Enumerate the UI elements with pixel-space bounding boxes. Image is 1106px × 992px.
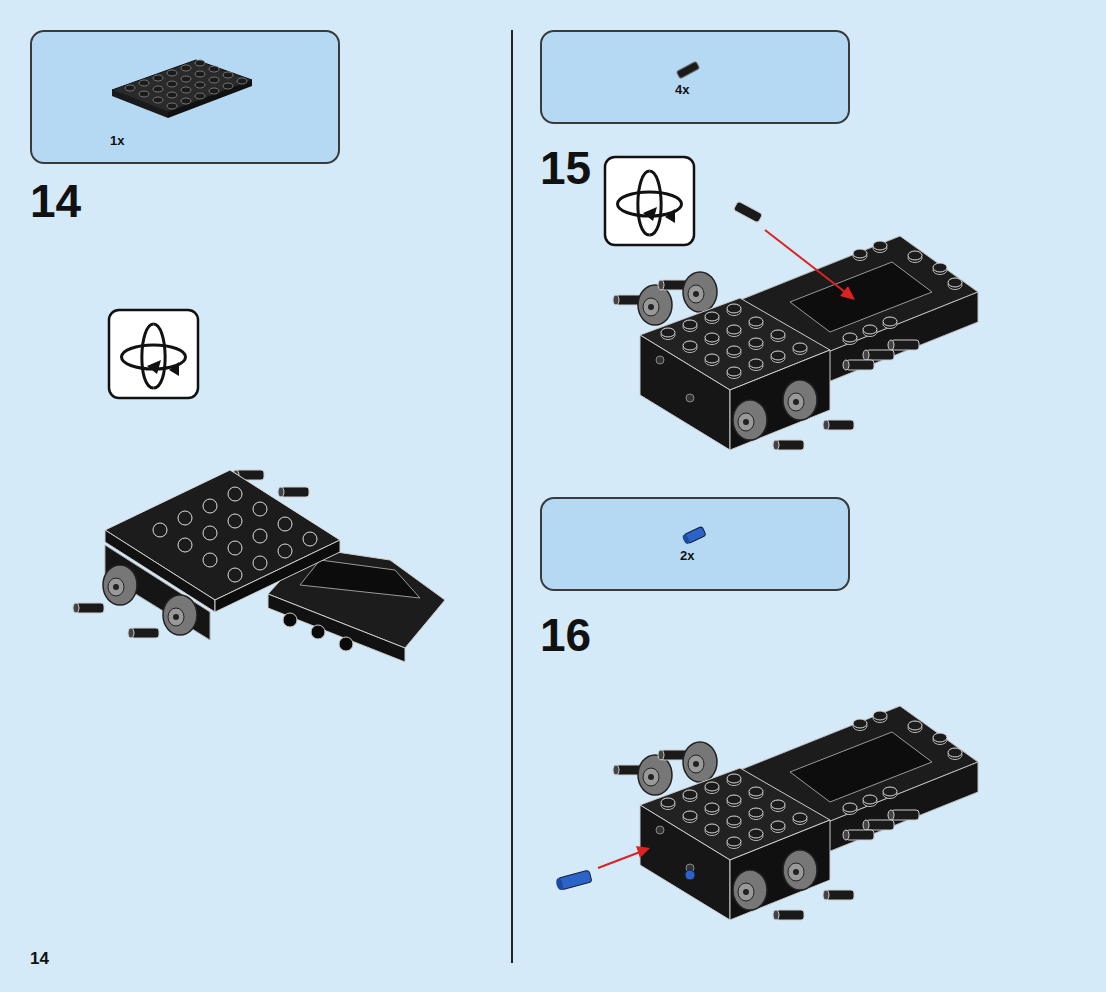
part-callout-box: 4x [540, 30, 850, 124]
insert-arrow [733, 201, 855, 300]
step-14-model [73, 470, 445, 662]
divider [511, 30, 513, 963]
part-callout-box: 1x [30, 30, 340, 164]
page-number: 14 [30, 950, 49, 967]
step-16-model [613, 706, 978, 920]
pin-part [676, 61, 699, 78]
part-callout-box: 2x [540, 497, 850, 591]
step-15-model [613, 236, 978, 450]
step-number: 14 [30, 178, 81, 224]
step-number: 16 [540, 612, 591, 658]
insert-arrow [555, 846, 695, 891]
step-number: 15 [540, 145, 591, 191]
plate-part [112, 60, 252, 118]
part-count: 4x [675, 82, 689, 97]
blue-pin-part [682, 526, 707, 545]
part-count: 1x [110, 133, 124, 148]
part-count: 2x [680, 548, 694, 563]
